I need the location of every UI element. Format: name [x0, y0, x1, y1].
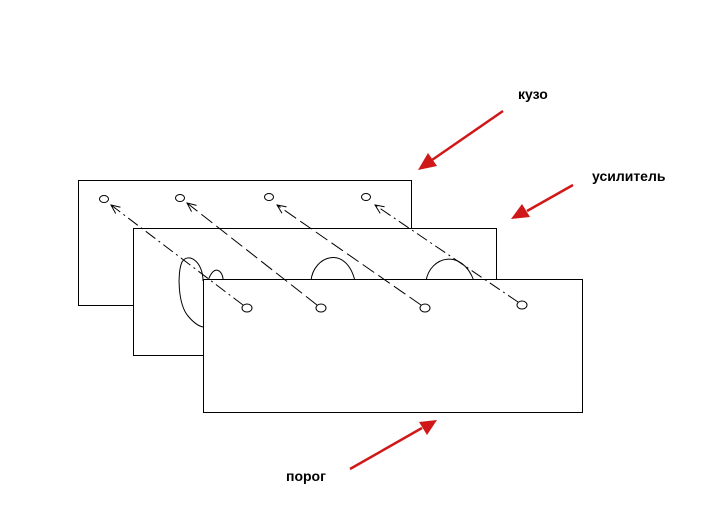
reinforcer-opening: [425, 258, 475, 282]
reinforcer-label: усилитель: [592, 168, 666, 184]
reinforcer-panel-openings: [178, 257, 475, 328]
sill-panel: [203, 279, 583, 413]
sill-hole: [315, 303, 327, 313]
sill-label: порог: [286, 468, 326, 484]
body-pointer-arrow: [418, 109, 504, 170]
reinforcer-opening: [178, 257, 204, 328]
guide-line-1: [111, 205, 244, 306]
reinforcer-pointer-arrow: [511, 183, 574, 219]
sill-pointer-arrow: [349, 420, 437, 471]
body-hole: [264, 193, 274, 201]
body-panel-holes: [99, 193, 371, 203]
guide-line-2: [187, 203, 318, 306]
body-label: кузо: [518, 86, 548, 102]
guide-line-3: [277, 205, 422, 306]
sill-hole: [516, 300, 528, 310]
sill-panel-holes: [241, 300, 528, 313]
reinforcer-opening: [207, 269, 224, 282]
guide-line-4: [375, 205, 519, 303]
body-hole: [175, 194, 185, 202]
reinforcer-opening: [310, 257, 356, 282]
pointer-arrows: [349, 109, 574, 471]
sill-hole: [241, 303, 253, 313]
body-hole: [99, 195, 109, 203]
assembly-guide-lines: [111, 203, 519, 306]
body-hole: [361, 193, 371, 201]
sill-hole: [419, 303, 431, 313]
